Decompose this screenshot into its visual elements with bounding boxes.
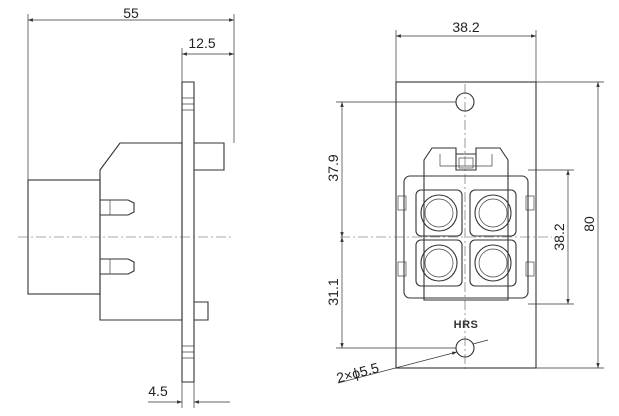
dim-front-width: 38.2: [452, 19, 479, 35]
front-housing: [423, 147, 509, 301]
side-rear-body: [99, 142, 183, 321]
front-flange-plate: [395, 81, 537, 369]
side-pin-upper: [100, 199, 135, 216]
dim-front-height: 80: [581, 216, 597, 232]
contact-cavities: [415, 189, 517, 287]
dim-side-flange: 12.5: [188, 35, 215, 51]
dim-holes: 2×ϕ5.5: [335, 359, 381, 386]
dim-side-thickness: 4.5: [148, 383, 168, 399]
side-view: 55 12.5 4.5: [18, 5, 235, 408]
dim-side-width: 55: [123, 5, 139, 21]
front-view: HRS 38.2 80 38.2 37.9 31.1 2×ϕ5.5: [325, 19, 604, 386]
hrs-marking: HRS: [454, 319, 479, 331]
side-latch: [194, 142, 225, 171]
dim-front-upper: 37.9: [325, 154, 341, 181]
dim-front-body: 38.2: [551, 223, 567, 250]
side-flange: [181, 81, 195, 383]
side-pin-lower: [100, 258, 135, 275]
dim-front-lower: 31.1: [325, 278, 341, 305]
